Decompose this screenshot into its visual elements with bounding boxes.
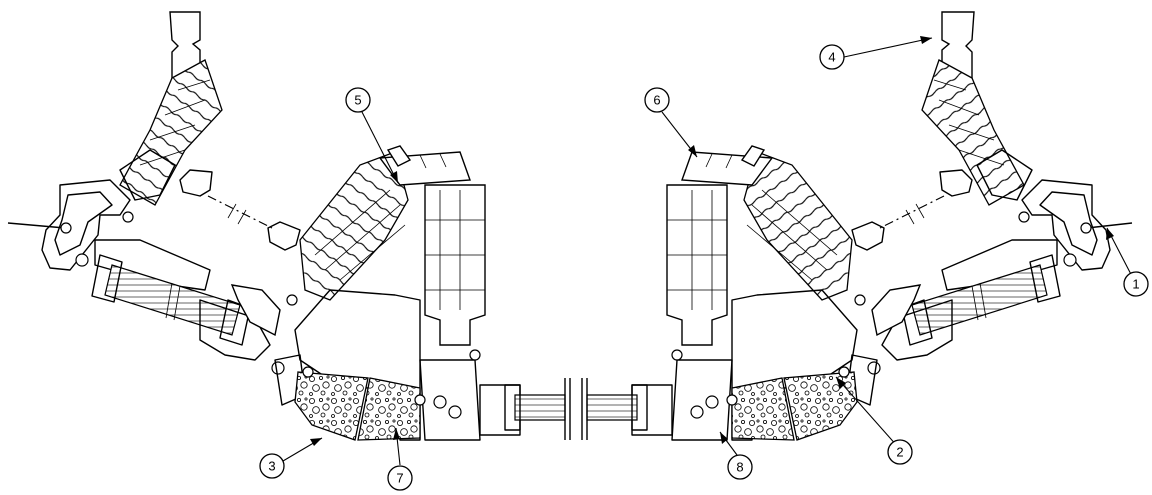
left-screw-c <box>122 211 134 223</box>
left-centre-profile <box>274 289 521 441</box>
callout-2-label: 2 <box>896 445 903 460</box>
right-outer-frame-profile <box>941 149 1111 291</box>
right-flashing-strip <box>1086 222 1133 229</box>
right-assembly <box>581 11 1133 441</box>
left-diagonal-jamb <box>119 59 223 206</box>
callout-7: 7 <box>387 465 413 491</box>
callout-8-label: 8 <box>736 460 743 475</box>
callout-4: 4 <box>819 44 845 70</box>
callout-3-label: 3 <box>268 459 275 474</box>
right-connector-bracket <box>851 169 973 251</box>
right-mullion-boards <box>666 184 728 346</box>
callout-1-label: 1 <box>1132 277 1139 292</box>
left-assembly <box>7 11 571 441</box>
right-diagonal-jamb <box>921 59 1025 206</box>
left-screw-b <box>75 253 89 267</box>
left-corner-post-boards <box>299 145 471 301</box>
callout-1: 1 <box>1123 271 1149 297</box>
callout-7-label: 7 <box>396 471 403 486</box>
callout-6-label: 6 <box>653 93 660 108</box>
right-corner-post-boards <box>681 145 853 301</box>
callout-8: 8 <box>727 454 753 480</box>
left-lower-frame <box>199 284 298 375</box>
callout-6: 6 <box>644 87 670 113</box>
left-mullion-boards <box>424 184 486 346</box>
left-bottom-glazing <box>504 378 571 440</box>
left-flashing-strip <box>7 222 66 229</box>
callout-2: 2 <box>887 439 913 465</box>
right-bottom-glazing <box>581 378 648 440</box>
left-connector-bracket <box>179 169 301 251</box>
right-lower-frame <box>854 284 953 375</box>
callout-5-label: 5 <box>354 93 361 108</box>
right-glazing-unit <box>901 254 1061 346</box>
right-foam-insulation <box>726 366 858 441</box>
left-glazing-unit <box>91 254 251 346</box>
left-outer-frame-profile <box>41 149 211 291</box>
right-centre-profile <box>631 289 878 441</box>
callout-3: 3 <box>259 453 285 479</box>
left-screw-a <box>60 222 72 234</box>
callout-4-label: 4 <box>828 50 835 65</box>
callout-5: 5 <box>345 87 371 113</box>
left-foam-insulation <box>294 366 426 441</box>
callout-leaders <box>282 36 1137 466</box>
